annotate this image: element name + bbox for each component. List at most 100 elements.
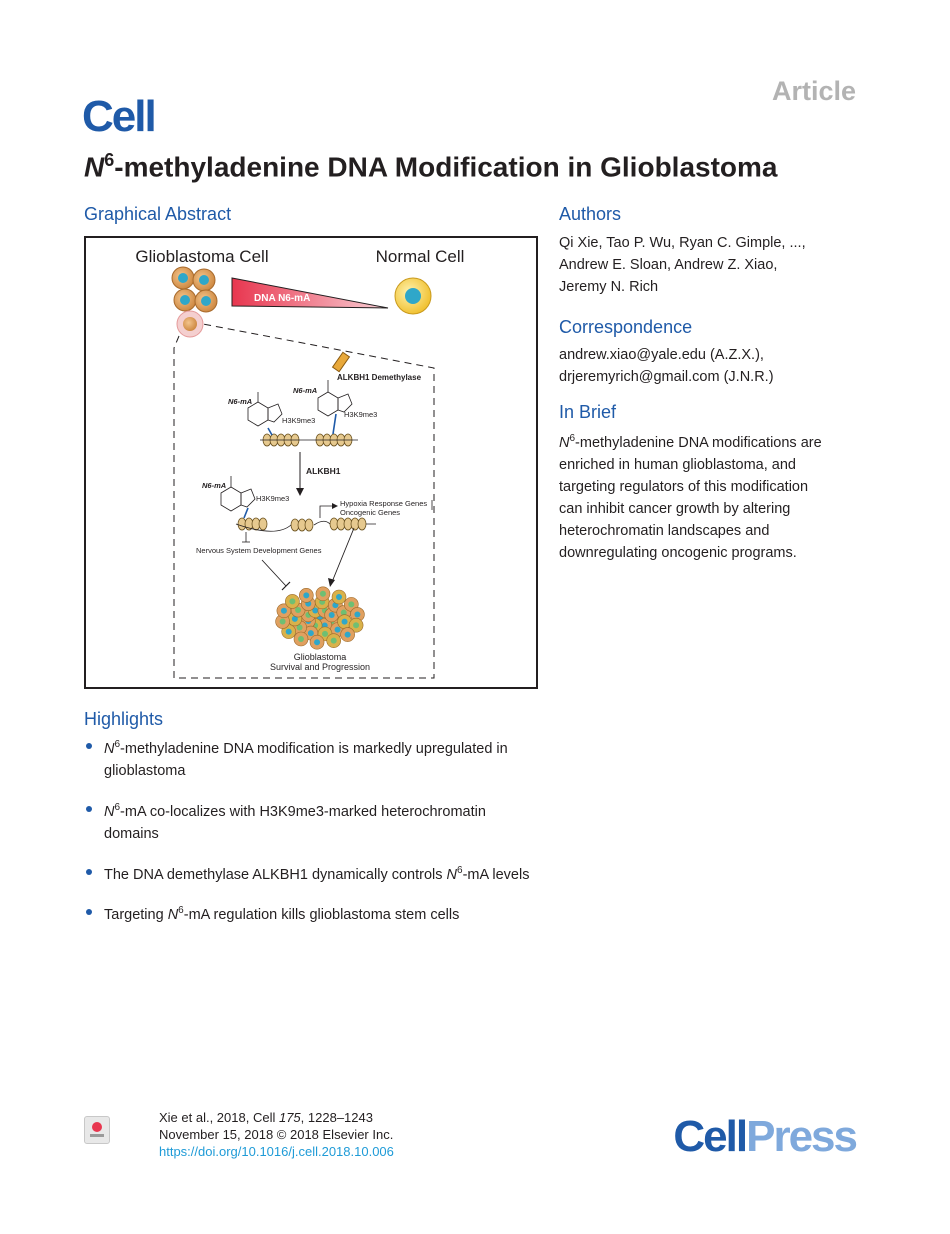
highlight-n: N — [167, 907, 179, 924]
in-brief-n: N — [559, 434, 570, 451]
adenine-structure-1 — [247, 392, 283, 427]
publisher-logo-b: Press — [746, 1112, 858, 1161]
authors-block: Qi Xie, Tao P. Wu, Ryan C. Gimple, ..., … — [559, 232, 806, 298]
citation-block: Xie et al., 2018, Cell 175, 1228–1243 No… — [159, 1109, 394, 1160]
tumor-cell-nucleus — [314, 639, 321, 646]
tumor-cell-nucleus — [321, 630, 328, 637]
methyl-link-2 — [332, 413, 337, 435]
article-type-label: Article — [771, 76, 856, 106]
in-brief-line: targeting regulators of this modificatio… — [559, 478, 809, 495]
n6ma-gradient-wedge — [231, 277, 389, 309]
authors-line: Andrew E. Sloan, Andrew Z. Xiao, — [559, 257, 778, 273]
title-sup: 6 — [104, 150, 115, 170]
tumor-cell-nucleus — [280, 607, 287, 614]
tumor-cell-nucleus — [328, 611, 335, 618]
highlighted-cell-core — [183, 317, 197, 331]
tumor-mass — [275, 586, 365, 650]
tumor-cell-nucleus — [289, 598, 296, 605]
graphical-abstract-heading: Graphical Abstract — [84, 204, 232, 224]
in-brief-first-line: N6-methyladenine DNA modifications are — [559, 428, 879, 454]
email-link[interactable]: drjeremyrich@gmail.com (J.N.R.) — [559, 369, 774, 385]
inhibition-bar — [281, 581, 291, 591]
nervous-genes-label: Nervous System Development Genes — [196, 546, 322, 555]
tumor-cell-nucleus — [296, 624, 303, 631]
highlight-sup: 6 — [114, 739, 121, 750]
highlights-heading: Highlights — [84, 709, 164, 729]
in-brief-first-rest: -methyladenine DNA modifications are — [575, 434, 822, 451]
tumor-cell-nucleus — [354, 611, 361, 618]
crossmark-icon[interactable] — [84, 1116, 110, 1144]
glioblastoma-cell-label: Glioblastoma Cell — [135, 247, 268, 266]
tumor-cell-nucleus — [330, 637, 337, 644]
normal-cell-nucleus — [405, 288, 421, 304]
h3k9me3-label-1: H3K9me3 — [282, 416, 315, 425]
tumor-cell-nucleus — [353, 622, 360, 629]
bullet-icon — [86, 805, 92, 812]
correspondence-heading: Correspondence — [559, 317, 693, 337]
tumor-cell-nucleus — [279, 618, 286, 625]
chromatin-bottom — [237, 517, 367, 532]
citation-pages: , 1228–1243 — [300, 1110, 373, 1125]
date-line: November 15, 2018 © 2018 Elsevier Inc. — [159, 1127, 394, 1142]
tumor-cell-nucleus — [303, 592, 310, 599]
citation-volume: 175 — [278, 1110, 301, 1125]
graphical-abstract-figure: Glioblastoma Cell Normal Cell DNA N6-mA … — [135, 247, 465, 679]
activation-arrowhead — [332, 503, 338, 509]
tumor-cell-nucleus — [297, 636, 304, 643]
graphical-abstract: Glioblastoma Cell Normal Cell DNA N6-mA … — [84, 236, 538, 689]
gradient-label: DNA N6-mA — [254, 293, 310, 304]
highlight-sup: 6 — [178, 905, 184, 917]
highlight-post: -mA co-localizes with H3K9me3-marked het… — [104, 803, 486, 842]
alkbh1-label: ALKBH1 — [306, 466, 341, 476]
in-brief-sup: 6 — [569, 433, 576, 444]
highlight-item: Targeting N6-mA regulation kills gliobla… — [84, 900, 544, 926]
highlight-n: N — [104, 740, 115, 757]
authors-line: Qi Xie, Tao P. Wu, Ryan C. Gimple, ..., — [559, 235, 806, 251]
n6ma-label-1: N6-mA — [228, 397, 252, 406]
publisher-logo: CellPress — [673, 1112, 858, 1162]
oncogenic-genes-label: Oncogenic Genes — [340, 508, 400, 517]
highlight-n: N — [446, 866, 458, 883]
highlight-sup: 6 — [457, 864, 463, 876]
in-brief-line: enriched in human glioblastoma, and — [559, 456, 796, 473]
correspondence-block: andrew.xiao@yale.edu (A.Z.X.), drjeremyr… — [559, 344, 774, 388]
normal-cell-label: Normal Cell — [376, 247, 465, 266]
outcome-line-2: Survival and Progression — [270, 662, 370, 672]
outcome-line-1: Glioblastoma — [294, 652, 347, 662]
adenine-structure-2 — [317, 380, 353, 417]
citation-line: Xie et al., 2018, Cell 175, 1228–1243 — [159, 1109, 394, 1126]
tumor-cell-nucleus — [334, 626, 341, 633]
publisher-logo-a: Cell — [673, 1112, 748, 1161]
tumor-cell-nucleus — [307, 630, 314, 637]
journal-logo: Cell — [82, 92, 157, 141]
highlight-post: -mA regulation kills glioblastoma stem c… — [183, 907, 460, 924]
hypoxia-genes-label: Hypoxia Response Genes — [340, 499, 427, 508]
tumor-cell-nucleus — [295, 607, 302, 614]
glioblastoma-cell-cluster — [171, 266, 218, 313]
tumor-cell-nucleus — [319, 590, 326, 597]
in-brief-text: N6-methyladenine DNA modifications are e… — [559, 428, 879, 564]
email-link[interactable]: andrew.xiao@yale.edu (A.Z.X.), — [559, 347, 764, 363]
tumor-cell-nucleus — [312, 607, 319, 614]
tumor-cell-nucleus — [291, 615, 298, 622]
bullet-icon — [86, 868, 92, 875]
highlight-n: N — [104, 803, 115, 820]
h3k9me3-label-2: H3K9me3 — [344, 410, 377, 419]
promotion-arrowhead — [328, 578, 335, 587]
highlight-item: N6-methyladenine DNA modification is mar… — [84, 734, 544, 782]
in-brief-line: downregulating oncogenic programs. — [559, 544, 797, 561]
h3k9me3-label-3: H3K9me3 — [256, 494, 289, 503]
tumor-cell-nucleus — [344, 631, 351, 638]
highlight-item: The DNA demethylase ALKBH1 dynamically c… — [84, 860, 544, 886]
alkbh1-arrowhead — [296, 488, 304, 496]
doi-link[interactable]: https://doi.org/10.1016/j.cell.2018.10.0… — [159, 1144, 394, 1159]
in-brief-line: heterochromatin landscapes and — [559, 522, 770, 539]
inhibition-line — [261, 559, 287, 587]
bullet-icon — [86, 743, 92, 749]
n6ma-label-2: N6-mA — [293, 386, 317, 395]
highlight-item: N6-mA co-localizes with H3K9me3-marked h… — [84, 797, 544, 845]
methyl-link-3 — [243, 507, 249, 519]
authors-heading: Authors — [559, 204, 622, 224]
activation-arrow — [319, 505, 334, 518]
highlight-pre: Targeting — [104, 907, 168, 924]
